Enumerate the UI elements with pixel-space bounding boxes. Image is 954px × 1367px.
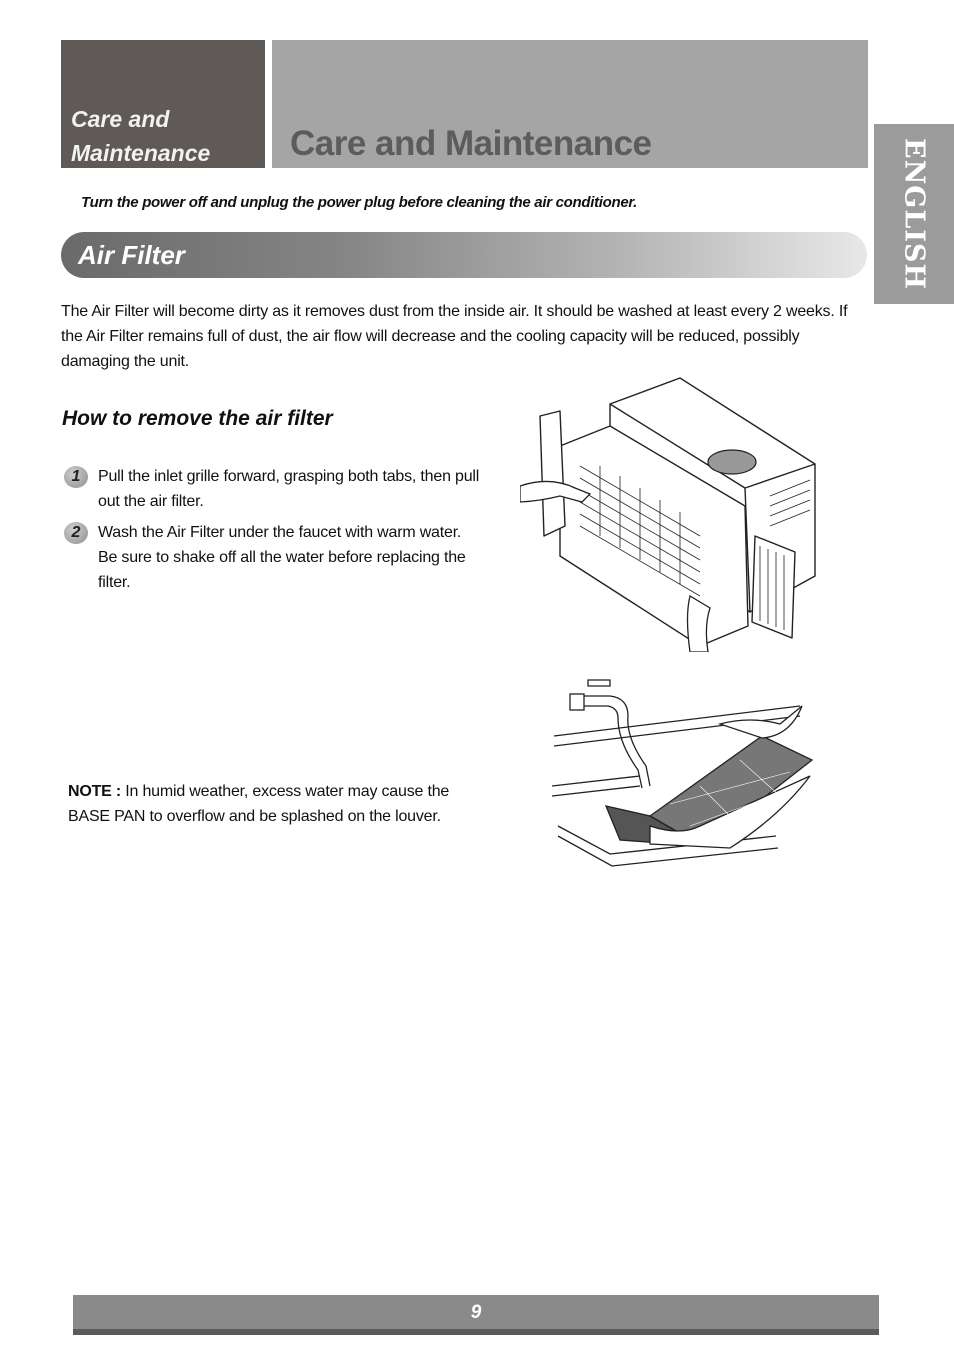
note-paragraph: NOTE : In humid weather, excess water ma… bbox=[68, 779, 488, 829]
section-intro: The Air Filter will become dirty as it r… bbox=[61, 303, 848, 370]
language-tab-label: ENGLISH bbox=[898, 138, 930, 290]
language-tab: ENGLISH bbox=[874, 124, 954, 304]
section-title: Air Filter bbox=[78, 240, 185, 270]
safety-warning: Turn the power off and unplug the power … bbox=[81, 194, 638, 211]
air-conditioner-illustration bbox=[520, 377, 816, 652]
section-label-line2: Maintenance bbox=[71, 140, 211, 166]
step-text: Pull the inlet grille forward, grasping … bbox=[98, 468, 480, 510]
page-footer: 9 bbox=[73, 1295, 879, 1335]
section-label-box: Care and Maintenance bbox=[61, 40, 265, 168]
page-title-box: Care and Maintenance bbox=[272, 40, 868, 168]
step-number-badge: 2 bbox=[64, 522, 88, 544]
how-to-heading: How to remove the air filter bbox=[62, 407, 333, 430]
step-number-badge: 1 bbox=[64, 466, 88, 488]
page-title: Care and Maintenance bbox=[290, 124, 652, 163]
note-label: NOTE : bbox=[68, 783, 122, 800]
washing-illustration bbox=[551, 679, 814, 867]
section-header-bar: Air Filter bbox=[61, 232, 867, 278]
step-text: Wash the Air Filter under the faucet wit… bbox=[98, 524, 466, 591]
page-number: 9 bbox=[470, 1302, 482, 1323]
section-label-line1: Care and bbox=[71, 106, 170, 132]
note-text: In humid weather, excess water may cause… bbox=[68, 783, 450, 825]
step-1: 1 Pull the inlet grille forward, graspin… bbox=[64, 464, 484, 514]
step-2: 2 Wash the Air Filter under the faucet w… bbox=[64, 520, 484, 595]
